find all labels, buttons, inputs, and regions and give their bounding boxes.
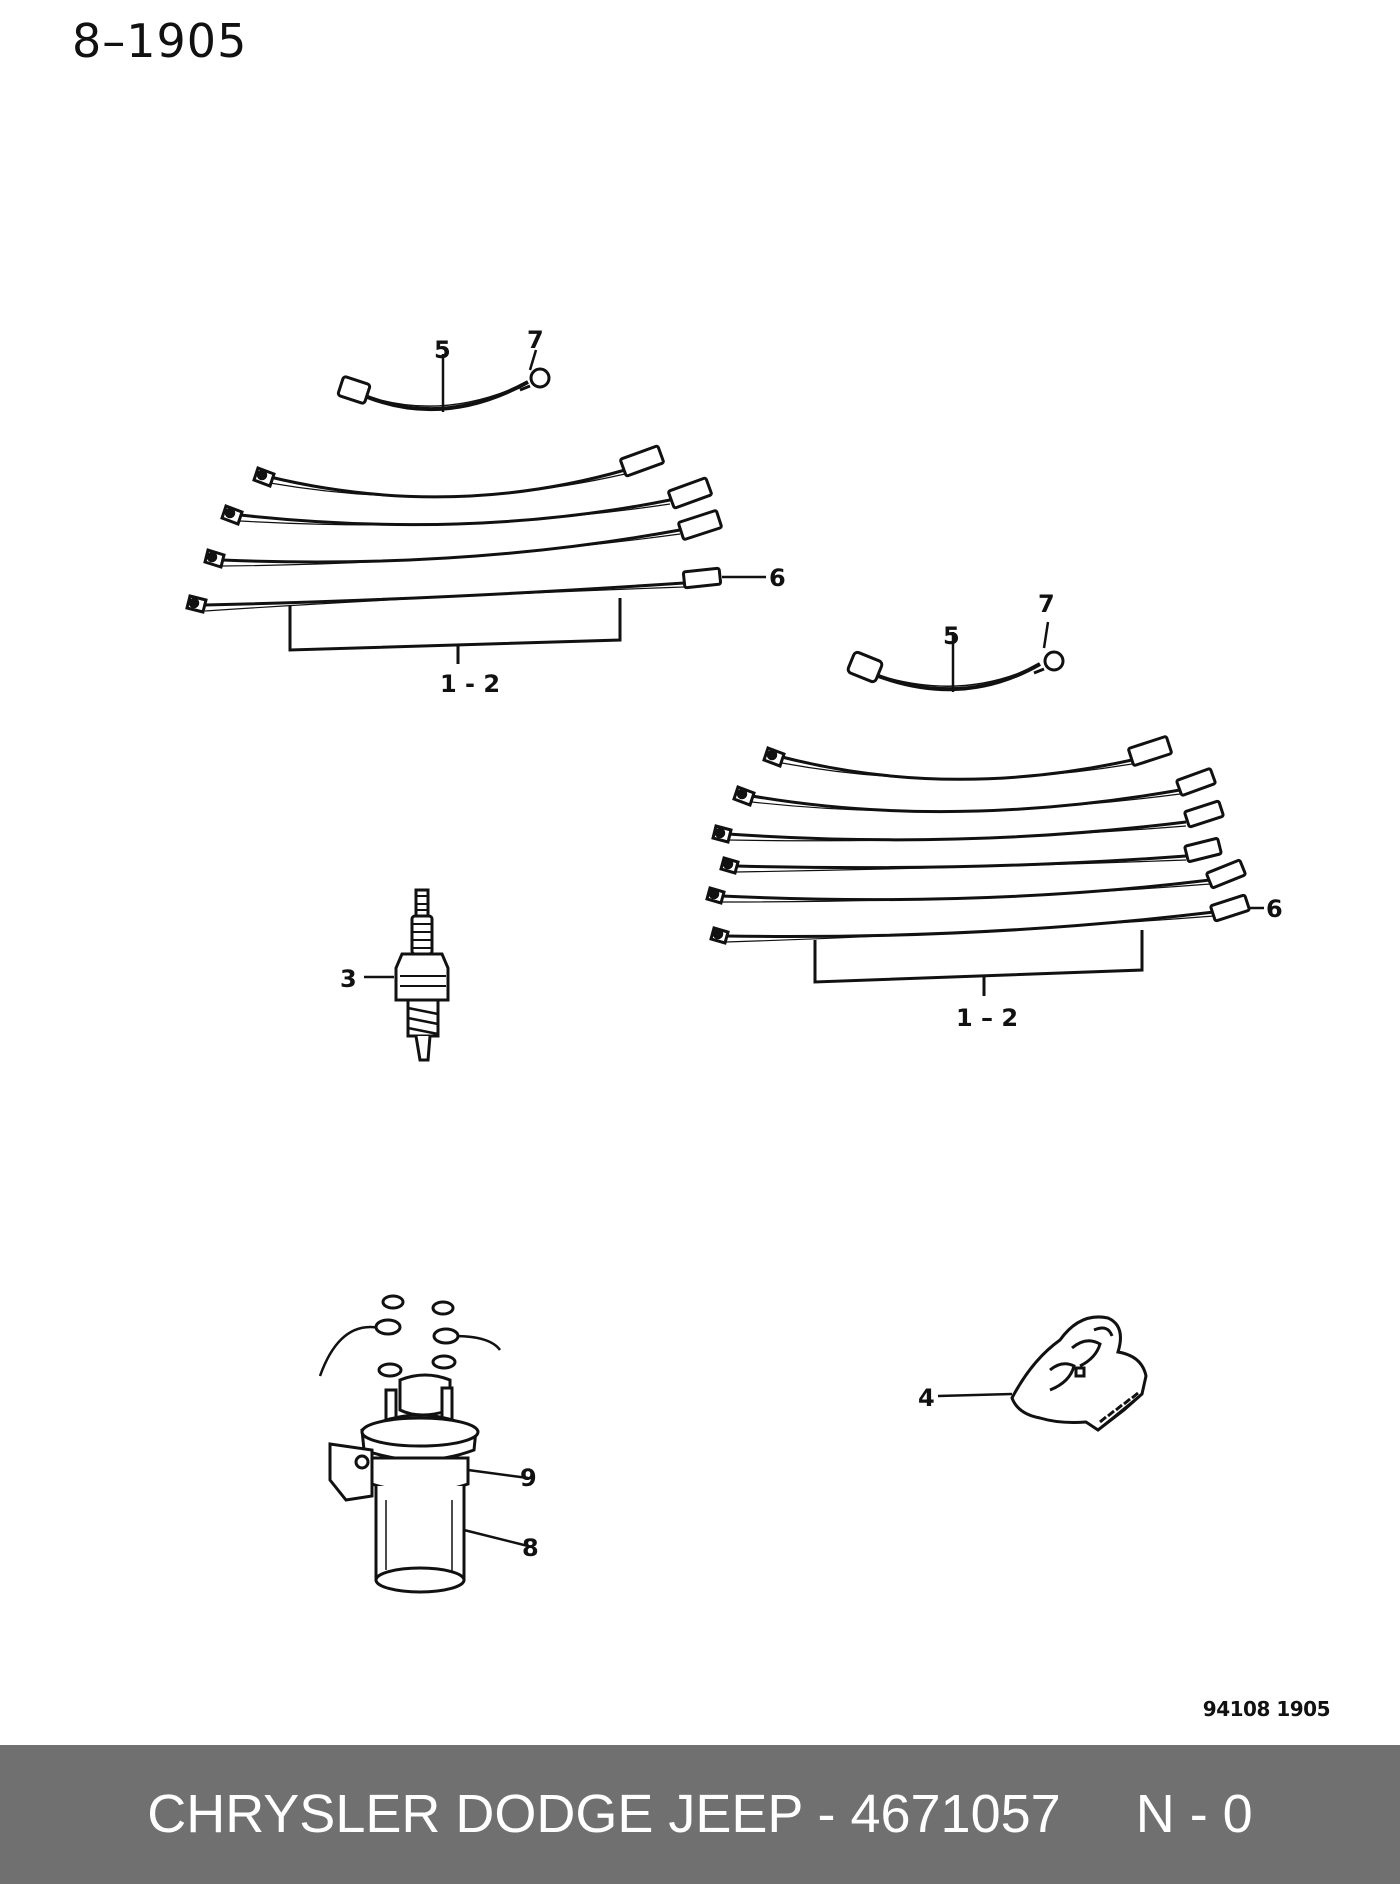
coil-wire-short-6cyl [846,650,1065,692]
plug-wire-6-2 [732,767,1217,814]
ignition-coil [318,1294,529,1594]
wire-retainer [937,1315,1148,1432]
callout-5-6cyl: 5 [943,622,960,650]
footer-bar: CHRYSLER DODGE JEEP - 4671057 N - 0 [0,1745,1400,1884]
coil-wire-short [336,367,551,412]
page-number: 8–1905 [72,14,248,68]
plug-wire-3 [203,509,723,569]
callout-6-6cyl: 6 [1266,895,1283,923]
plug-wire-6-4 [719,837,1223,875]
plug-wire-2 [220,476,713,527]
callout-1-2: 1 - 2 [440,670,500,698]
callout-1-2-6cyl: 1 – 2 [956,1004,1018,1032]
plug-wire-6-6 [709,893,1251,945]
plug-wire-1 [252,444,665,499]
ignition-parts-diagram: 5 7 6 1 - 2 [185,326,1283,1594]
wire-set-4cyl [185,349,766,664]
callout-6: 6 [769,564,786,592]
plug-wire-6-5 [705,858,1247,905]
callout-4: 4 [918,1384,935,1412]
callout-7: 7 [527,326,544,354]
callout-3: 3 [340,965,357,993]
spark-plug [364,888,450,1062]
footer-part-info: CHRYSLER DODGE JEEP - 4671057 N - 0 [147,1784,1253,1844]
wire-set-6cyl [705,621,1264,996]
callouts-4cyl: 5 7 6 1 - 2 [434,326,786,698]
plug-wire-6-1 [762,735,1173,781]
reference-code: 94108 1905 [1202,1697,1331,1721]
callout-7-6cyl: 7 [1038,590,1055,618]
plug-wire-6-3 [711,799,1225,844]
callouts-6cyl: 5 7 6 1 – 2 [943,590,1283,1032]
callout-8: 8 [522,1534,539,1562]
plug-wire-4 [185,566,723,614]
callout-9: 9 [520,1464,537,1492]
callout-5: 5 [434,336,451,364]
